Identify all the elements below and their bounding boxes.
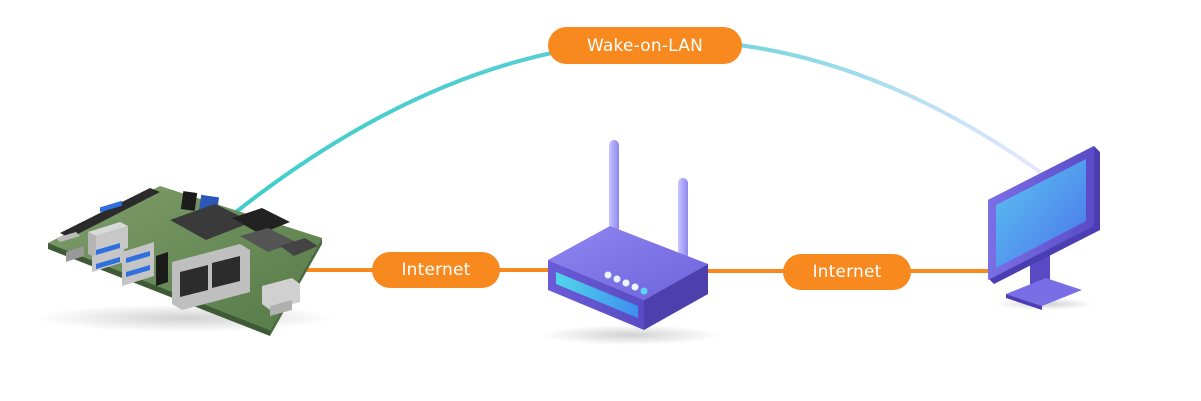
wake-on-lan-label: Wake-on-LAN: [548, 27, 742, 64]
internet-label-left: Internet: [372, 252, 500, 288]
wifi-router-icon: [540, 140, 720, 345]
internet-label-right: Internet: [783, 254, 911, 290]
embedded-motherboard-icon: [35, 186, 335, 336]
desktop-monitor-icon: [988, 146, 1100, 310]
wake-on-lan-link: [234, 38, 1042, 214]
